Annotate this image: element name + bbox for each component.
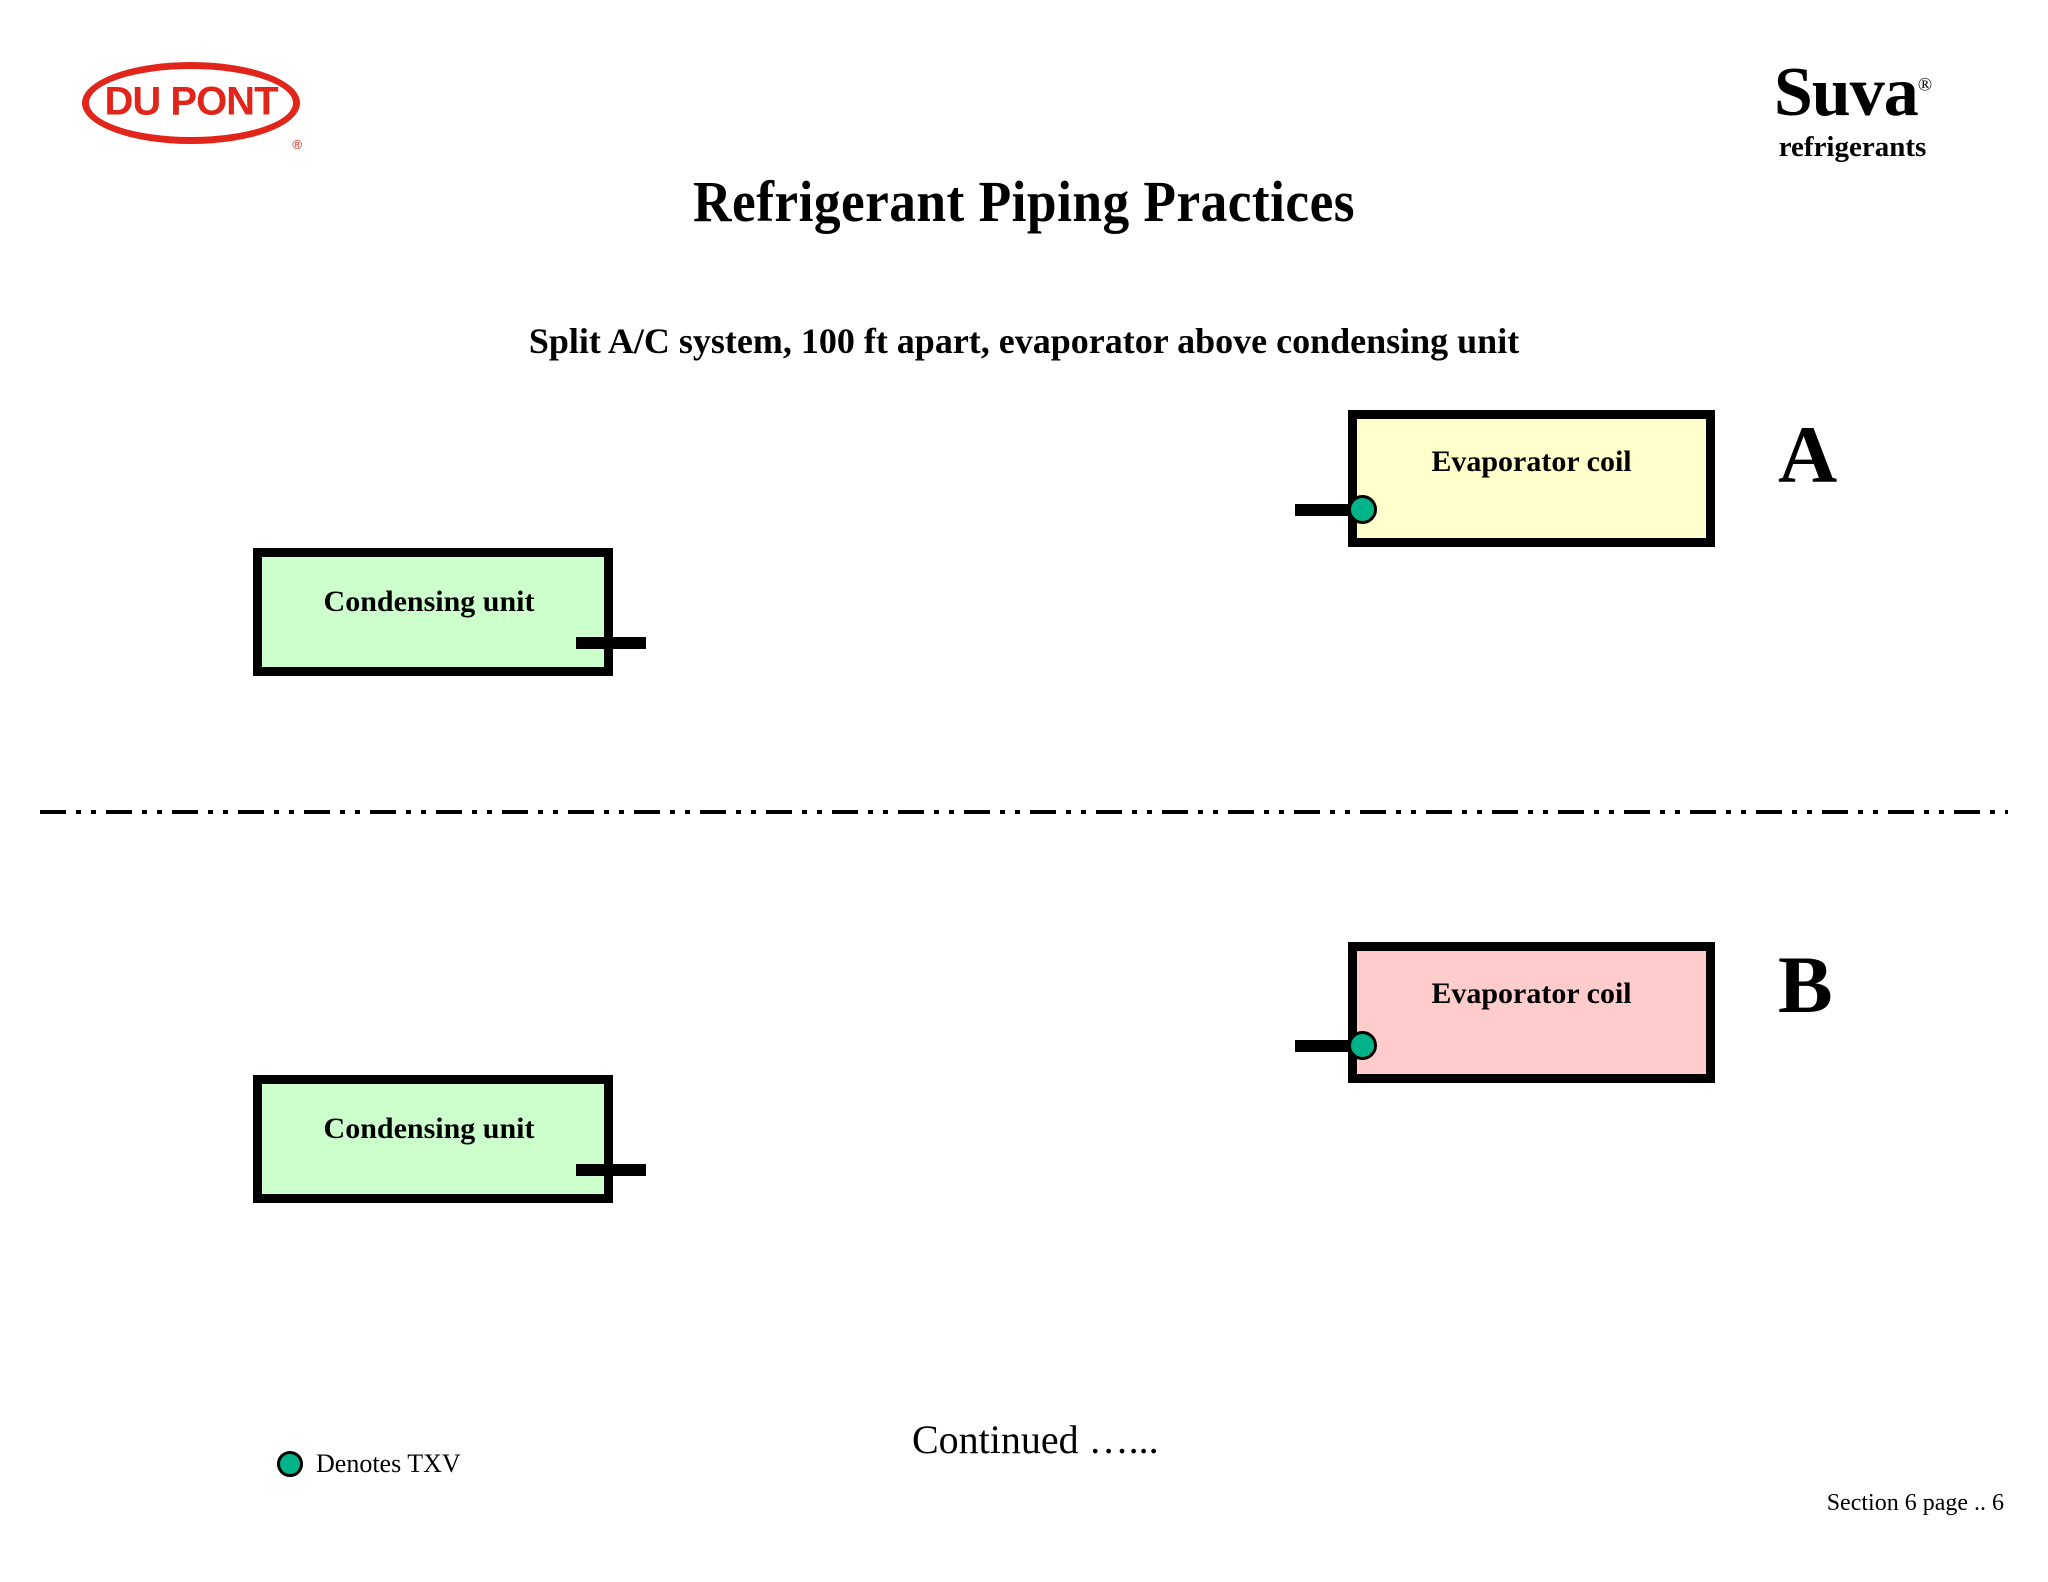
dupont-wordmark: DU PONT [104,79,279,124]
suva-wordmark: Suva® [1735,58,1970,128]
txv-marker-icon-b [1348,1031,1377,1060]
condensing-unit-box-b: Condensing unit [253,1075,646,1203]
page-title: Refrigerant Piping Practices [693,169,1355,234]
section-divider [40,810,2008,814]
suva-registered-mark: ® [1917,74,1932,96]
suction-line-stub-a [1295,504,1365,516]
page-subtitle: Split A/C system, 100 ft apart, evaporat… [528,321,1520,361]
dupont-logo: DU PONT ® [82,62,302,152]
evaporator-coil-box-b: Evaporator coil [1295,942,1715,1083]
case-letter-b: B [1778,939,1833,1030]
suva-logo: Suva® refrigerants [1735,58,1970,164]
suction-line-stub-b [1295,1040,1365,1052]
evaporator-coil-label-a: Evaporator coil [1431,445,1632,478]
continued-note: Continued …... [912,1417,1159,1462]
dupont-oval-icon [82,62,300,144]
liquid-line-stub-a [576,637,646,649]
txv-marker-icon-a [1348,495,1377,524]
condensing-unit-label-b: Condensing unit [323,1112,535,1145]
dupont-registered-mark: ® [292,137,302,152]
evaporator-coil-box-a: Evaporator coil [1295,410,1715,547]
liquid-line-stub-b [576,1164,646,1176]
footer-page-number: Section 6 page .. 6 [1826,1490,2004,1516]
suva-wordmark-text: Suva [1773,54,1919,131]
condensing-unit-label-a: Condensing unit [323,585,535,618]
txv-legend-dot-icon [277,1451,303,1477]
evaporator-coil-label-b: Evaporator coil [1431,977,1632,1010]
case-letter-a: A [1778,409,1838,500]
legend: Denotes TXV [277,1449,461,1479]
condensing-unit-box-a: Condensing unit [253,548,646,676]
txv-legend-label: Denotes TXV [316,1449,461,1478]
suva-tagline: refrigerants [1778,130,1927,163]
